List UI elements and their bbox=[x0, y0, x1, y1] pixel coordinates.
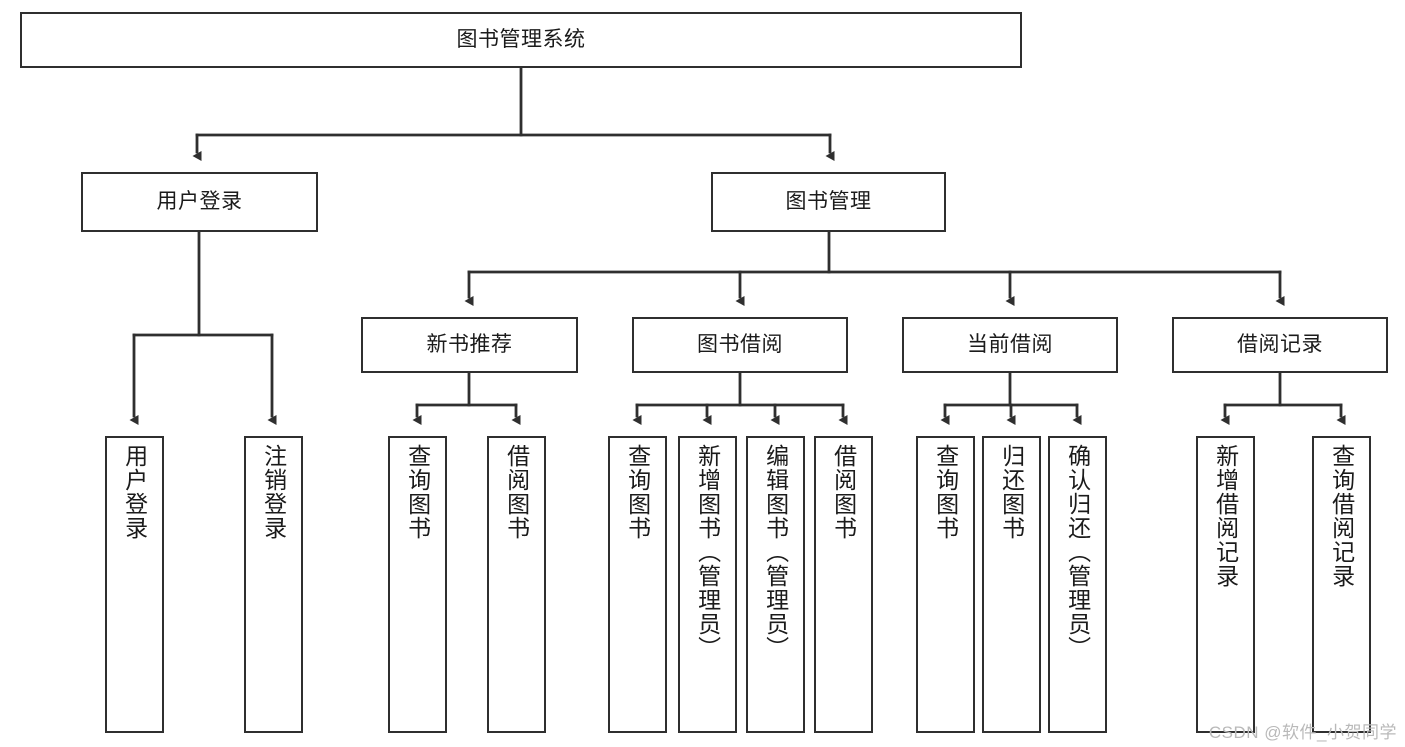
node-leaf-query-book-1[interactable]: 查询图书 bbox=[388, 436, 447, 733]
node-new-book-recommend[interactable]: 新书推荐 bbox=[361, 317, 578, 373]
node-label: 查询借阅记录 bbox=[1328, 444, 1355, 588]
node-leaf-borrow-book-1[interactable]: 借阅图书 bbox=[487, 436, 546, 733]
node-current-borrow[interactable]: 当前借阅 bbox=[902, 317, 1118, 373]
node-label: 图书借阅 bbox=[697, 332, 783, 356]
node-leaf-borrow-book-2[interactable]: 借阅图书 bbox=[814, 436, 873, 733]
node-label: 新增图书（管理员） bbox=[694, 444, 721, 660]
node-label: 用户登录 bbox=[156, 189, 243, 213]
node-label: 查询图书 bbox=[624, 444, 651, 540]
node-leaf-query-book-3[interactable]: 查询图书 bbox=[916, 436, 975, 733]
node-leaf-return-book[interactable]: 归还图书 bbox=[982, 436, 1041, 733]
node-borrow-record[interactable]: 借阅记录 bbox=[1172, 317, 1388, 373]
node-label: 归还图书 bbox=[998, 444, 1025, 540]
node-label: 用户登录 bbox=[121, 444, 148, 540]
node-book-manage[interactable]: 图书管理 bbox=[711, 172, 946, 232]
node-label: 新增借阅记录 bbox=[1212, 444, 1239, 588]
node-label: 当前借阅 bbox=[967, 332, 1053, 356]
node-label: 借阅图书 bbox=[830, 444, 857, 540]
node-user-login[interactable]: 用户登录 bbox=[81, 172, 318, 232]
node-label: 编辑图书（管理员） bbox=[762, 444, 789, 660]
node-book-management-system[interactable]: 图书管理系统 bbox=[20, 12, 1022, 68]
node-label: 查询图书 bbox=[932, 444, 959, 540]
node-label: 图书管理 bbox=[785, 189, 872, 213]
node-label: 查询图书 bbox=[404, 444, 431, 540]
node-leaf-add-book[interactable]: 新增图书（管理员） bbox=[678, 436, 737, 733]
node-leaf-add-borrow-record[interactable]: 新增借阅记录 bbox=[1196, 436, 1255, 733]
node-leaf-user-login[interactable]: 用户登录 bbox=[105, 436, 164, 733]
node-leaf-edit-book[interactable]: 编辑图书（管理员） bbox=[746, 436, 805, 733]
node-label: 图书管理系统 bbox=[456, 27, 586, 51]
csdn-watermark: CSDN @软件_小贺同学 bbox=[1208, 723, 1397, 742]
node-book-borrow[interactable]: 图书借阅 bbox=[632, 317, 848, 373]
node-label: 注销登录 bbox=[260, 444, 287, 540]
node-leaf-user-logout[interactable]: 注销登录 bbox=[244, 436, 303, 733]
node-label: 借阅记录 bbox=[1237, 332, 1323, 356]
node-label: 借阅图书 bbox=[503, 444, 530, 540]
node-label: 新书推荐 bbox=[426, 332, 513, 356]
node-leaf-query-borrow-record[interactable]: 查询借阅记录 bbox=[1312, 436, 1371, 733]
node-leaf-confirm-return[interactable]: 确认归还（管理员） bbox=[1048, 436, 1107, 733]
node-leaf-query-book-2[interactable]: 查询图书 bbox=[608, 436, 667, 733]
node-label: 确认归还（管理员） bbox=[1064, 444, 1091, 660]
